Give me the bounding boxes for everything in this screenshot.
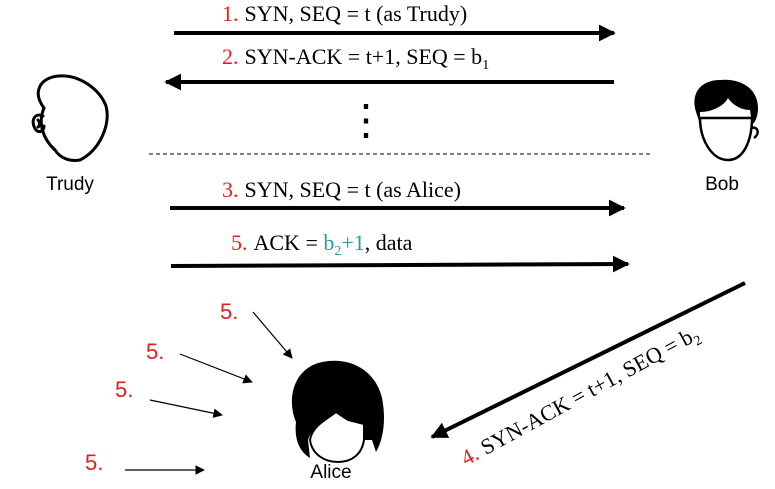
msg-5-accent-post: +1 — [341, 230, 364, 255]
msg-3-label: 3.SYN, SEQ = t (as Alice) — [222, 177, 461, 202]
continuation-dots: ⋮ — [345, 98, 387, 144]
flood-label-2: 5. — [146, 339, 164, 364]
flood-arrow-3 — [149, 399, 223, 418]
msg-4-num: 4. — [456, 441, 482, 471]
trudy-head-icon — [31, 74, 109, 162]
bob-label: Bob — [705, 174, 739, 195]
msg-4-text: SYN-ACK = t+1, SEQ = b — [476, 324, 697, 460]
trudy-label: Trudy — [46, 174, 94, 195]
msg-5-arrow — [170, 255, 630, 273]
msg-4-label: 4.SYN-ACK = t+1, SEQ = b2 — [456, 321, 704, 474]
msg-2-text: SYN-ACK = t+1, SEQ = b — [245, 44, 483, 69]
flood-label-1: 5. — [220, 299, 238, 324]
msg-5-pre: ACK = — [254, 230, 324, 255]
msg-5-num: 5. — [231, 230, 248, 255]
msg-1-text: SYN, SEQ = t (as Trudy) — [245, 1, 468, 26]
flood-arrow-2 — [179, 353, 253, 384]
alice-head-icon — [291, 360, 384, 464]
msg-5-label: 5.ACK = b2+1, data — [231, 230, 413, 259]
flood-label-3: 5. — [115, 377, 133, 402]
flood-arrow-1 — [252, 311, 293, 359]
msg-2-label: 2.SYN-ACK = t+1, SEQ = b1 — [222, 44, 489, 73]
msg-3-num: 3. — [222, 177, 239, 202]
msg-4-arrow — [430, 281, 746, 439]
msg-2-num: 2. — [222, 44, 239, 69]
msg-5-accent: b — [323, 230, 334, 255]
msg-1-label: 1.SYN, SEQ = t (as Trudy) — [222, 1, 467, 26]
alice-label: Alice — [310, 462, 351, 483]
msg-1-num: 1. — [222, 1, 239, 26]
msg-5-post: , data — [365, 230, 413, 255]
msg-5-accent-sub: 2 — [334, 244, 341, 259]
msg-3-text: SYN, SEQ = t (as Alice) — [245, 177, 462, 202]
msg-2-sub: 1 — [482, 58, 489, 73]
bob-head-icon — [694, 79, 759, 162]
flood-label-4: 5. — [85, 450, 103, 475]
